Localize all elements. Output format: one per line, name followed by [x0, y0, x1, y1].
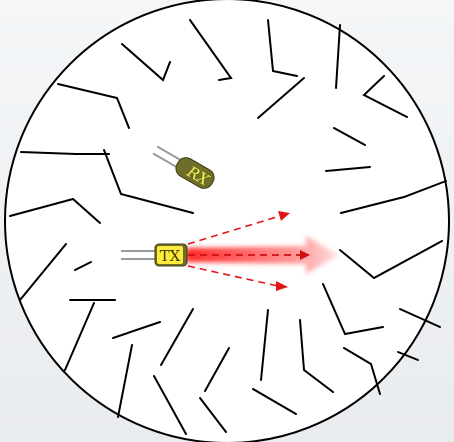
boundary-circle: [5, 0, 449, 442]
transmitter-label: TX: [160, 247, 181, 265]
